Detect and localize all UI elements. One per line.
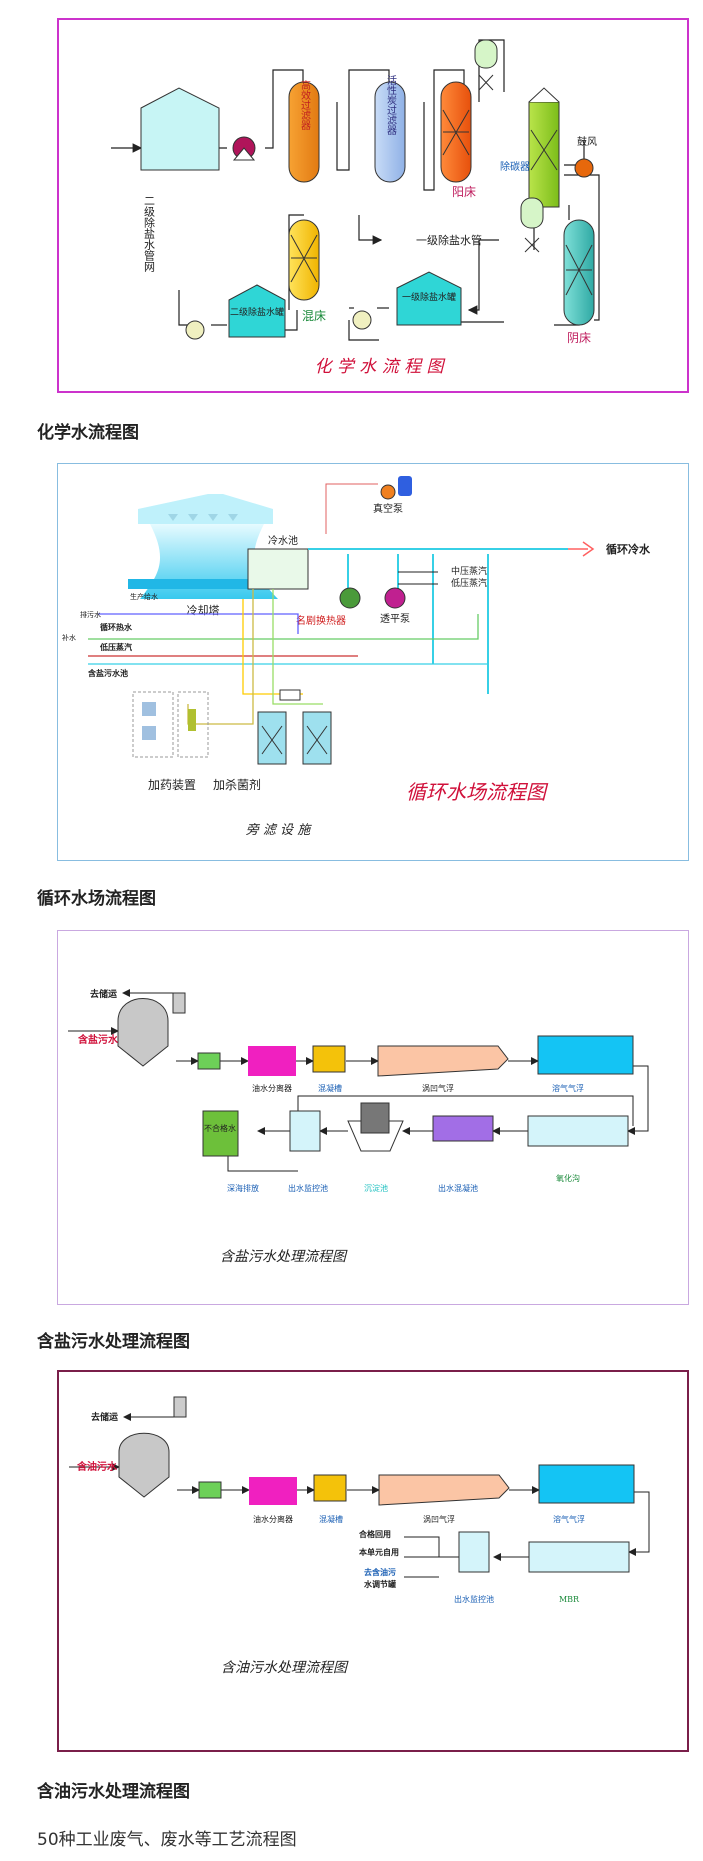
oil-sludge-out-label: 去储运	[91, 1411, 119, 1423]
salt-water-diagram: 含盐污水 去储运 油水分离器 混凝槽 涡凹气浮 溶气气浮 不合格水 深海排放 出…	[57, 930, 689, 1305]
carbon-filter-label: 活性炭过滤器	[385, 75, 397, 136]
oil-oil-sep-label: 油水分离器	[253, 1514, 293, 1524]
circ-water-svg: 冷却塔 冷水池 循环冷水 真空泵 中压蒸汽 低压蒸汽 透平泵 名剧换热器	[62, 476, 651, 838]
oil-caption: 含油污水处理流程图	[37, 1782, 190, 1802]
pool-label: 冷水池	[268, 534, 298, 547]
high-filter-label: 高效过滤器	[299, 79, 311, 131]
unqualified-label: 不合格水	[204, 1123, 236, 1133]
hot-return-label: 循环热水	[99, 622, 133, 632]
tower-label: 冷却塔	[187, 604, 220, 617]
dosing-label: 加药装置	[148, 778, 196, 792]
mixer-label: 混凝槽	[318, 1083, 342, 1093]
reuse1-label: 合格回用	[358, 1529, 391, 1539]
oil-inlet-label: 含油污水	[77, 1460, 118, 1473]
water-label: 补水	[62, 633, 76, 642]
oil-air-flot-label: 溶气气浮	[553, 1514, 585, 1524]
tank1-label: 一级除盐水罐	[402, 291, 456, 303]
blower-label: 鼓风	[577, 135, 597, 148]
low-steam-label: 低压蒸汽	[451, 577, 487, 589]
discharge-label: 深海排放	[227, 1183, 259, 1193]
anion-bed-label: 阴床	[567, 331, 591, 345]
oil-monitor-pool-label: 出水监控池	[454, 1594, 494, 1604]
chem-caption: 化学水流程图	[37, 423, 139, 443]
salt-caption: 含盐污水处理流程图	[37, 1332, 190, 1352]
inlet-label: 含盐污水	[78, 1033, 119, 1046]
salt-pool-label: 含盐污水池	[88, 668, 128, 678]
mid-steam-label: 中压蒸汽	[451, 565, 487, 577]
decarb-label: 除碳器	[500, 160, 530, 173]
salt-water-svg: 含盐污水 去储运 油水分离器 混凝槽 涡凹气浮 溶气气浮 不合格水 深海排放 出…	[68, 988, 649, 1265]
circ-caption: 循环水场流程图	[37, 889, 156, 909]
return-label: 循环冷水	[606, 542, 651, 556]
low-steam2-label: 低压蒸汽	[99, 642, 132, 652]
heat-exchanger-label: 名剧换热器	[296, 614, 346, 627]
chem-water-diagram: 高效过滤器 活性炭过滤器 阳床 除碳器 鼓风 阴床 混床 一级除盐水管 一级除盐…	[57, 18, 689, 393]
oxidation-label: 氧化沟	[556, 1173, 580, 1183]
biocide-label: 加杀菌剂	[213, 777, 261, 792]
oil-mixer-label: 混凝槽	[319, 1514, 343, 1524]
mbr-label: MBR	[559, 1595, 580, 1604]
floc-label: 出水混凝池	[438, 1183, 478, 1193]
air-flot-label: 溶气气浮	[552, 1083, 584, 1093]
oil-flotation-label: 涡凹气浮	[423, 1514, 455, 1524]
chem-diagram-title: 化 学 水 流 程 图	[314, 357, 445, 377]
vacuum-pump-label: 真空泵	[373, 502, 403, 515]
circ-water-diagram: 冷却塔 冷水池 循环冷水 真空泵 中压蒸汽 低压蒸汽 透平泵 名剧换热器	[57, 463, 689, 861]
salt-diagram-title: 含盐污水处理流程图	[220, 1249, 348, 1265]
prod-water-label: 生产给水	[130, 592, 158, 601]
to-tank1-label: 去含油污	[364, 1567, 396, 1577]
oil-water-svg: 含油污水 去储运 油水分离器 混凝槽 涡凹气浮 溶气气浮 合格回用 本单元自用 …	[69, 1396, 650, 1676]
flotation-label: 涡凹气浮	[422, 1083, 454, 1093]
oil-diagram-title: 含油污水处理流程图	[221, 1660, 349, 1676]
backflush-label: 排污水	[80, 610, 101, 619]
tank2-label: 二级除盐水罐	[230, 306, 284, 318]
oil-sep-label: 油水分离器	[252, 1083, 292, 1093]
sed-pool-label: 沉淀池	[364, 1183, 388, 1193]
reuse2-label: 本单元自用	[358, 1547, 399, 1557]
secondary-pipe-label: 二级除盐水管网	[143, 195, 156, 273]
oil-water-diagram: 含油污水 去储运 油水分离器 混凝槽 涡凹气浮 溶气气浮 合格回用 本单元自用 …	[57, 1370, 689, 1752]
primary-pipe-label: 一级除盐水管	[416, 233, 482, 247]
sludge-out-label: 去储运	[90, 988, 118, 1000]
mixed-bed-label: 混床	[302, 309, 326, 323]
to-tank2-label: 水调节罐	[363, 1579, 396, 1589]
chem-water-svg: 高效过滤器 活性炭过滤器 阳床 除碳器 鼓风 阴床 混床 一级除盐水管 一级除盐…	[111, 39, 600, 377]
circ-diagram-title: 循环水场流程图	[406, 780, 549, 804]
monitor-pool-label: 出水监控池	[288, 1183, 328, 1193]
article-footer-text: 50种工业废气、废水等工艺流程图	[37, 1830, 297, 1850]
cation-bed-label: 阳床	[452, 185, 476, 199]
turbine-label: 透平泵	[380, 613, 410, 625]
side-filter-label: 旁 滤 设 施	[246, 822, 312, 838]
